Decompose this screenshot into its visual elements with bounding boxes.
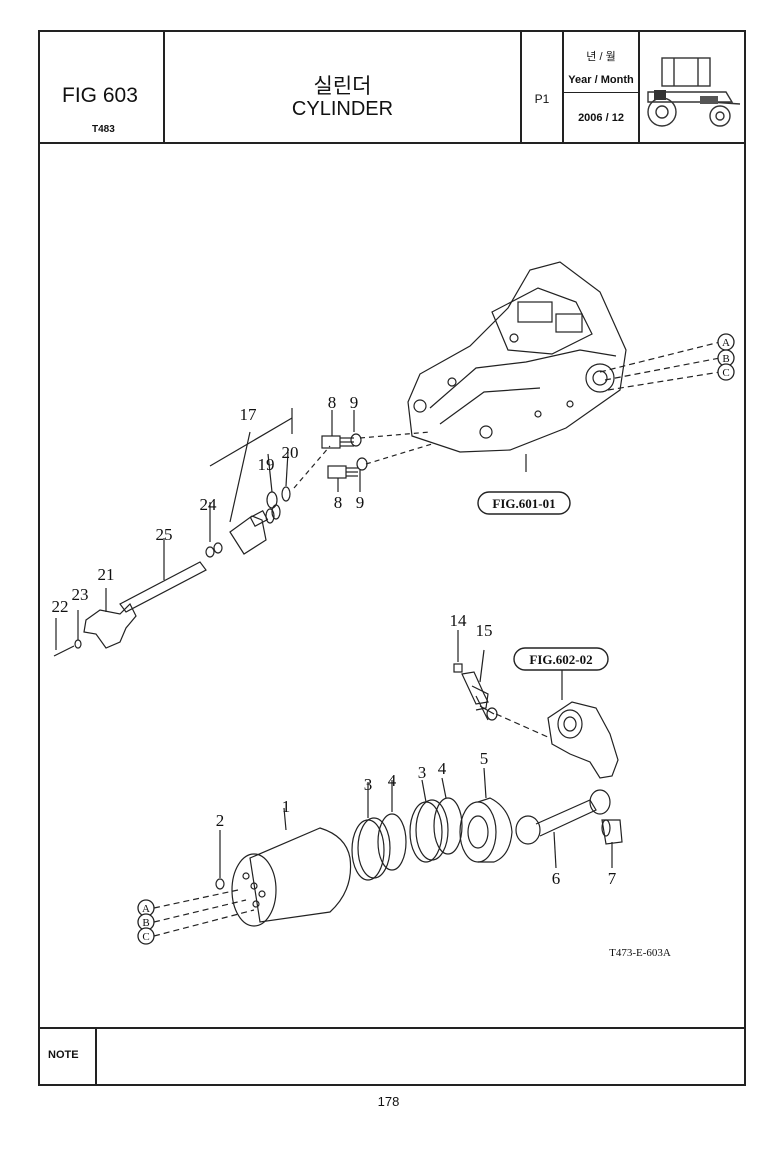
callout-21: 21 — [98, 565, 115, 584]
cylinder-body — [231, 827, 352, 927]
callout-19: 19 — [258, 455, 275, 474]
callout-15: 15 — [476, 621, 493, 640]
exploded-diagram: A B C A B C FIG.601-01 FIG.602-02 1 2 3 … — [52, 261, 735, 959]
callout-3a: 3 — [364, 775, 373, 794]
tractor-icon — [647, 57, 741, 127]
bolt-14 — [453, 663, 463, 673]
callout-5: 5 — [480, 749, 489, 768]
seal-4a — [377, 813, 407, 871]
fig-ref-602-box — [513, 647, 609, 671]
callout-14: 14 — [450, 611, 468, 630]
connector-a-lower: A — [142, 903, 150, 915]
yoke-21 — [83, 602, 137, 649]
fig-number: FIG 603 — [62, 84, 138, 107]
fig-ref-602-02: FIG.602-02 — [529, 652, 592, 667]
pin-7 — [601, 819, 623, 845]
connector-b-lower: B — [142, 917, 149, 929]
piston-5 — [459, 797, 513, 863]
seal-3b — [409, 801, 443, 863]
note-label-cell: NOTE — [40, 1029, 97, 1084]
seal-4b — [433, 797, 463, 855]
page-frame: FIG 603 T483 실린더 CYLINDER P1 년 / 월 Year … — [38, 30, 746, 1086]
washer-23 — [74, 639, 82, 649]
header-block: FIG 603 T483 실린더 CYLINDER P1 년 / 월 Year … — [40, 32, 744, 144]
callout-2: 2 — [216, 811, 225, 830]
year-month-value: 2006 / 12 — [578, 112, 624, 124]
callout-20: 20 — [282, 443, 299, 462]
bracket-drawing — [547, 701, 619, 779]
year-month-cell: 년 / 월 Year / Month 2006 / 12 — [564, 32, 640, 142]
title-english: CYLINDER — [291, 98, 394, 120]
callout-4b: 4 — [438, 759, 447, 778]
callout-23: 23 — [72, 585, 89, 604]
arm-15 — [461, 671, 498, 721]
callout-25: 25 — [156, 525, 173, 544]
year-month-label: Year / Month — [568, 74, 634, 86]
model-code: T483 — [92, 124, 115, 135]
connector-b-upper: B — [722, 353, 729, 365]
tractor-icon-cell — [640, 32, 744, 142]
callout-8b: 8 — [334, 493, 343, 512]
bolt-22 — [53, 645, 75, 657]
callout-6: 6 — [552, 869, 561, 888]
year-month-korean: 년 / 월 — [586, 51, 616, 63]
o-ring-2 — [215, 878, 225, 890]
note-label: NOTE — [48, 1049, 79, 1061]
fig-ref-601-box — [477, 491, 571, 515]
page-cell: P1 — [522, 32, 564, 142]
page-label: P1 — [534, 92, 550, 106]
transmission-housing-drawing — [407, 261, 627, 453]
divider — [564, 92, 638, 93]
bolt-lower — [327, 457, 368, 479]
connector-c-upper: C — [722, 367, 729, 379]
callout-4a: 4 — [388, 771, 397, 790]
callout-22: 22 — [52, 597, 69, 616]
connector-c-lower: C — [142, 931, 149, 943]
rod-25 — [119, 561, 207, 613]
bolt-upper — [321, 433, 362, 449]
o-ring-19 — [266, 491, 278, 509]
callout-3b: 3 — [418, 763, 427, 782]
callout-9a: 9 — [350, 393, 359, 412]
o-ring-20 — [281, 486, 291, 502]
callout-24: 24 — [200, 495, 218, 514]
fig-number-cell: FIG 603 T483 — [40, 32, 165, 142]
callout-1: 1 — [282, 797, 291, 816]
title-cell: 실린더 CYLINDER — [165, 32, 522, 142]
callout-17: 17 — [240, 405, 258, 424]
fig-ref-601-01: FIG.601-01 — [492, 496, 555, 511]
page-number: 178 — [377, 1094, 400, 1109]
connector-a-upper: A — [722, 337, 730, 349]
callout-7: 7 — [608, 869, 617, 888]
connecting-rod-6 — [515, 789, 611, 845]
callout-8a: 8 — [328, 393, 337, 412]
note-row: NOTE — [40, 1027, 744, 1084]
drawing-code: T473-E-603A — [609, 947, 671, 959]
piston-rod-assembly — [205, 504, 281, 558]
callout-9b: 9 — [356, 493, 365, 512]
title-korean: 실린더 — [313, 75, 372, 98]
